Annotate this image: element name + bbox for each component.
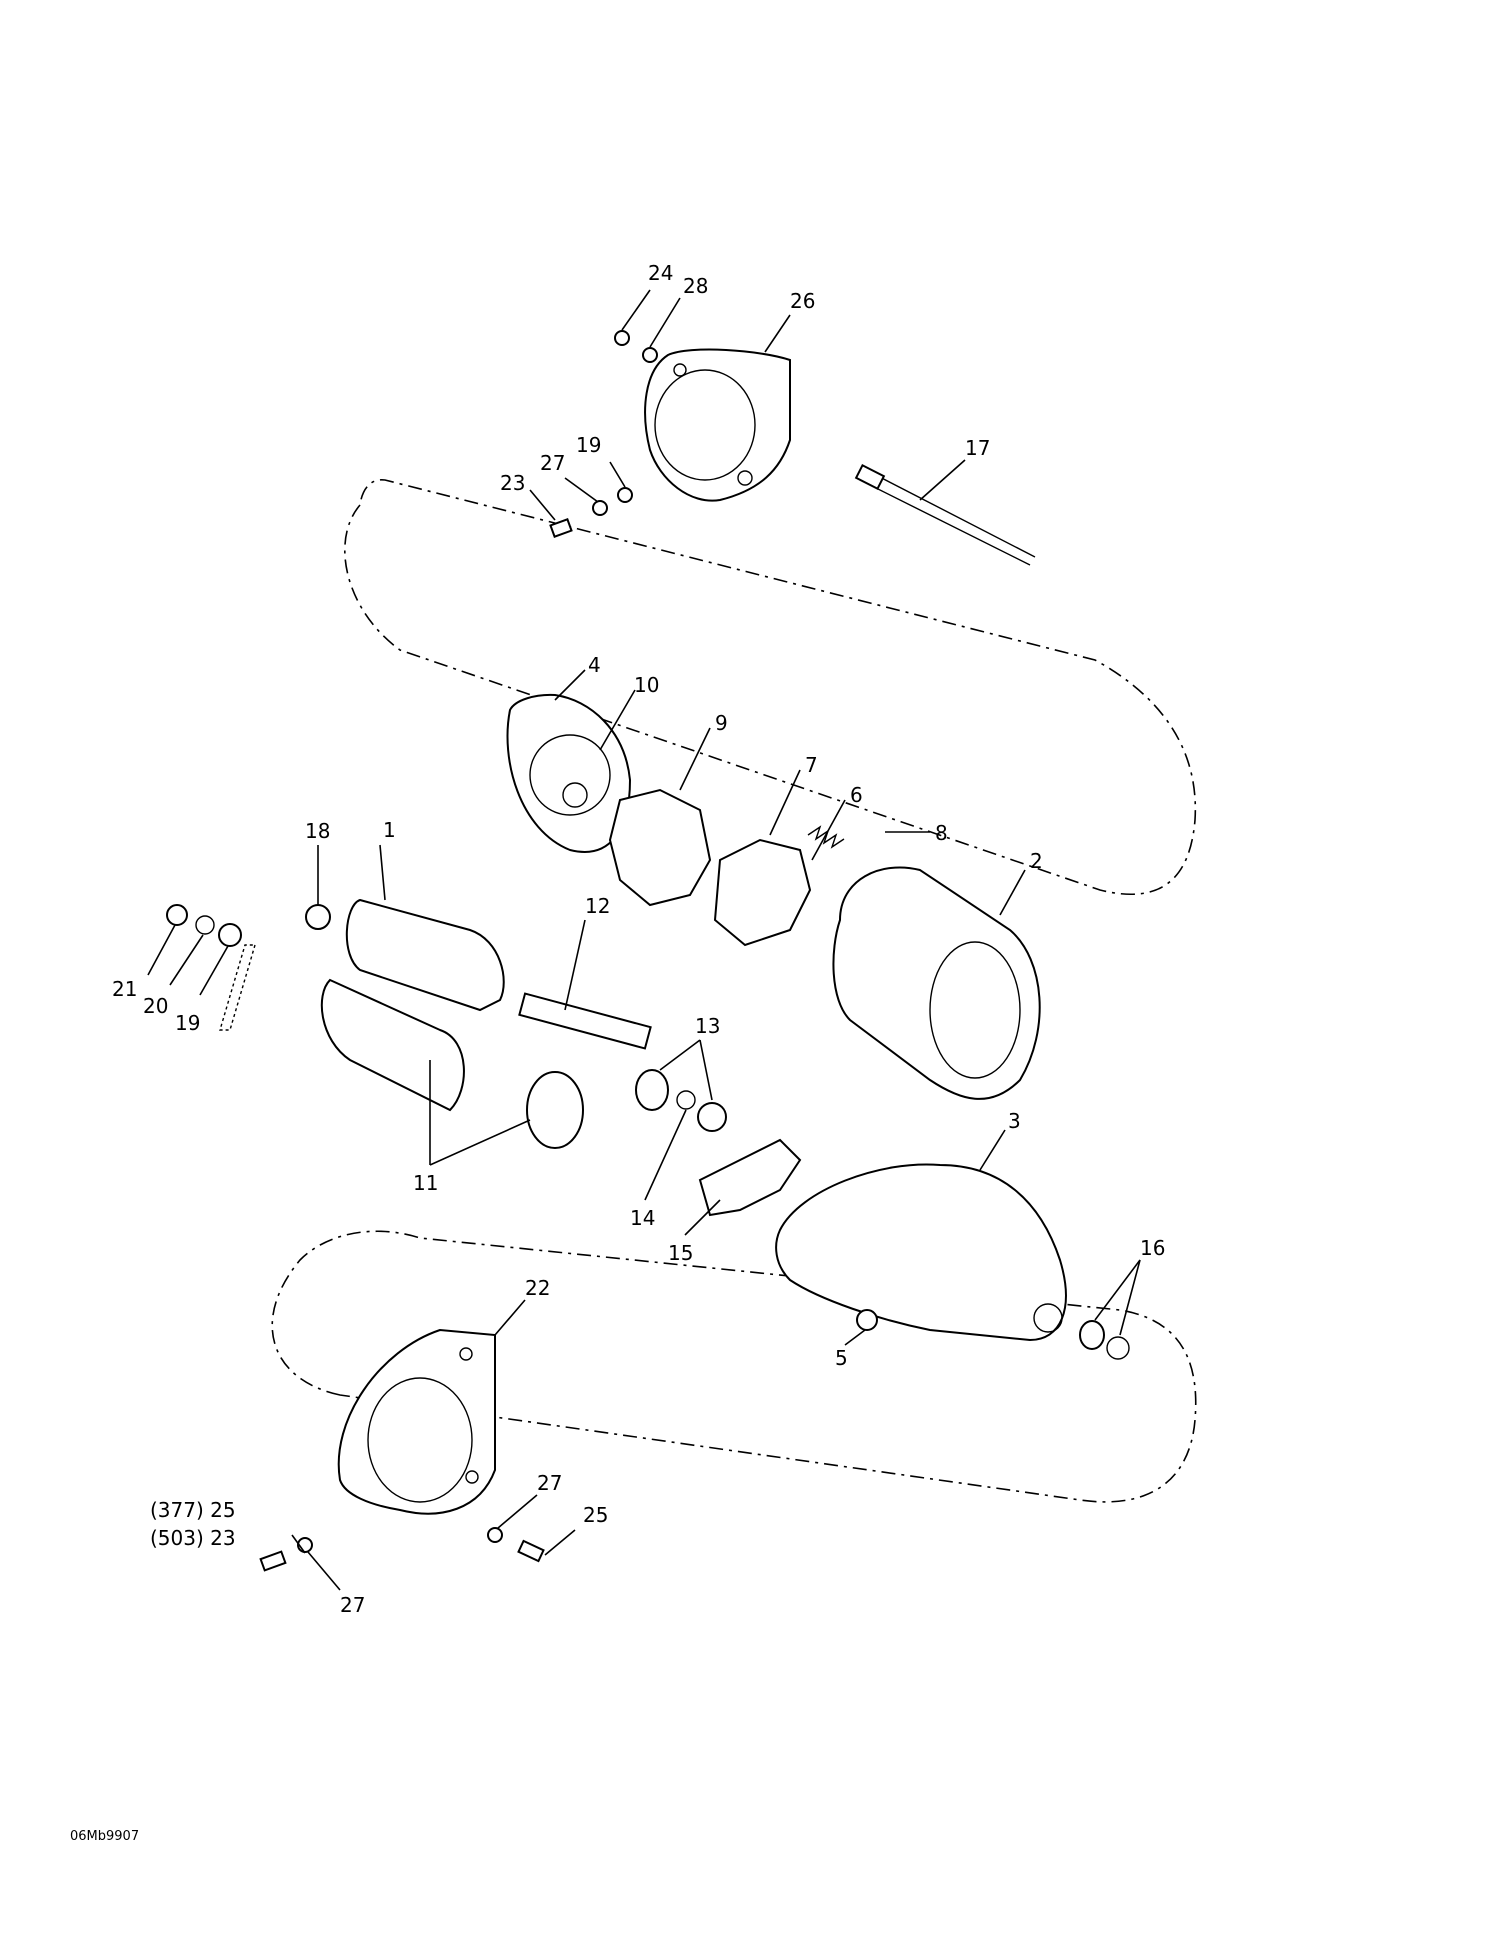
nut-5 [856,1309,878,1331]
callout-8: 8 [935,821,948,845]
bushing-16 [1079,1320,1105,1350]
top-nut-washer [614,330,658,363]
callout-18: 18 [305,819,330,843]
callout-26: 26 [790,289,815,313]
yoke-housing [832,866,1041,1100]
end-cap [506,693,632,853]
callout-23-top: 23 [500,471,525,495]
leader-lines [147,289,1141,1591]
washer-18 [305,904,331,930]
washer-bottom-right [487,1527,503,1543]
callout-11: 11 [413,1171,438,1195]
callout-20: 20 [143,994,168,1018]
callout-5: 5 [835,1346,848,1370]
lock-washer-20 [195,915,215,935]
callout-3: 3 [1008,1109,1021,1133]
washer-13 [697,1102,727,1132]
callout-7: 7 [805,753,818,777]
callout-12: 12 [585,894,610,918]
nose-housing [775,1163,1067,1342]
screw-bottom-right [517,1539,545,1563]
callout-25-bottom: 25 [583,1503,608,1527]
upper-dashed-loop [344,479,1197,895]
callout-2: 2 [1030,849,1043,873]
callout-1: 1 [383,818,396,842]
lower-dashed-loop [271,1230,1197,1503]
callout-15: 15 [668,1241,693,1265]
callout-377-25: (377) 25 [150,1498,236,1522]
screw-bottom-left [259,1550,287,1572]
callout-16: 16 [1140,1236,1165,1260]
callout-24: 24 [648,261,673,285]
diagram-code: 06Mb9907 [70,1829,139,1844]
shift-lever [698,1138,802,1217]
brush-plate [608,788,712,907]
callout-6: 6 [850,783,863,807]
starter-assembly [320,898,652,1149]
top-mounting-bracket [644,348,791,502]
ring-16 [1106,1336,1130,1360]
bolt-19-dashed [219,944,256,1031]
callout-13: 13 [695,1014,720,1038]
callout-22: 22 [525,1276,550,1300]
top-screw-washers [549,487,633,538]
callout-9: 9 [715,711,728,735]
callout-27-bottom-left: 27 [340,1593,365,1617]
washer-19 [218,923,242,947]
callout-28: 28 [683,274,708,298]
callout-27-bottom-right: 27 [537,1471,562,1495]
callout-503-23: (503) 23 [150,1526,236,1550]
callout-19-left: 19 [175,1011,200,1035]
bushing-13 [635,1069,669,1111]
callout-21: 21 [112,977,137,1001]
callout-19-top: 19 [576,433,601,457]
callout-10: 10 [634,673,659,697]
callout-17: 17 [965,436,990,460]
callout-27-top: 27 [540,451,565,475]
nut-21 [166,904,188,926]
spring [807,825,845,849]
bottom-mounting-bracket [337,1328,496,1515]
callout-14: 14 [630,1206,655,1230]
callout-4: 4 [588,653,601,677]
callout-labels: 24 28 26 17 19 27 23 4 10 9 7 6 8 2 18 1… [112,261,1165,1617]
through-bolt [854,463,1036,566]
brush-holder [713,838,812,947]
ring-14 [676,1090,696,1110]
